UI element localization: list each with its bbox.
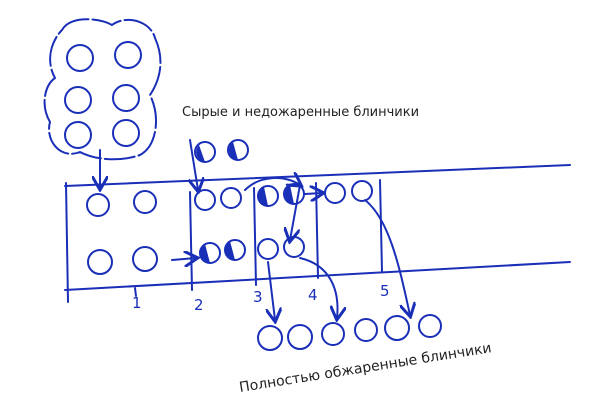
arrow-raw-to-belt bbox=[190, 139, 198, 190]
raw-pancakes-label: Сырые и недожаренные блинчики bbox=[182, 105, 419, 120]
belt-pancakes-bottom-row bbox=[87, 236, 305, 275]
station-3: 3 bbox=[253, 288, 263, 306]
belt-pancakes-top-row bbox=[86, 180, 373, 217]
station-1: 1 bbox=[132, 294, 142, 312]
raw-pancakes-waiting bbox=[194, 139, 249, 163]
station-4: 4 bbox=[308, 286, 318, 304]
station-5: 5 bbox=[380, 282, 390, 300]
station-2: 2 bbox=[194, 296, 204, 314]
station-numbers: 1 2 3 4 5 bbox=[132, 282, 390, 314]
flow-arrows bbox=[171, 178, 410, 320]
finished-pancakes bbox=[257, 314, 442, 351]
conveyor-belt bbox=[64, 164, 571, 303]
raw-pancake-pile-outline bbox=[43, 18, 162, 161]
raw-pancake-stack bbox=[64, 41, 142, 149]
